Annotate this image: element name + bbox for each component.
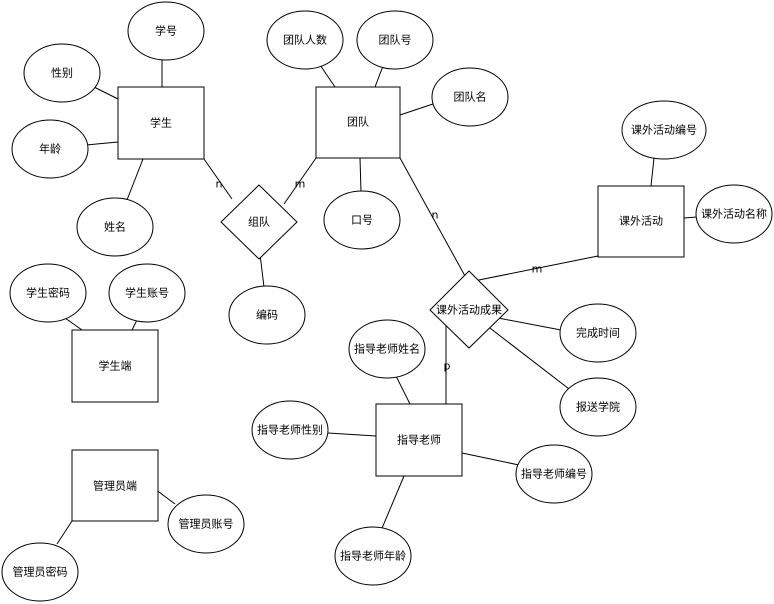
edge-team-no [374,65,384,88]
entity-student-end: 学生端 [71,329,159,403]
card-activity-result: m [532,263,543,276]
relationship-group: 组队 [220,184,298,260]
attr-teacher-age: 指导老师年龄 [334,526,412,586]
entity-team-label: 团队 [347,115,369,129]
edge-activity-no [650,157,655,187]
attr-admin-pwd: 管理员密码 [1,542,79,602]
card-teacher-result: p [444,360,451,373]
attr-slogan-label: 口号 [351,214,373,227]
attr-student-acct: 学生账号 [108,263,186,323]
attr-student-acct-label: 学生账号 [125,286,169,300]
attr-activity-name-label: 课外活动名称 [701,207,767,221]
attr-age: 年龄 [11,119,89,179]
entity-student: 学生 [117,86,205,160]
attr-slogan: 口号 [323,190,401,250]
relationship-result: 课外活动成果 [429,270,509,349]
edge-activity-name [683,216,698,219]
attr-teacher-no-label: 指导老师编号 [521,467,587,481]
attr-team-name: 团队名 [431,67,509,127]
edge-team-name [399,103,434,116]
attr-admin-acct-label: 管理员账号 [179,517,234,531]
attr-team-count-label: 团队人数 [283,33,327,47]
attr-age-label: 年龄 [39,142,61,156]
attr-activity-no: 课外活动编号 [621,100,707,160]
edge-name [126,158,144,201]
attr-teacher-gender: 指导老师性别 [251,400,329,460]
relationship-group-label: 组队 [248,215,270,229]
entity-student-end-label: 学生端 [99,359,132,373]
attr-teacher-name: 指导老师姓名 [348,319,426,379]
edge-team-group [283,157,317,205]
attr-team-no: 团队号 [356,10,434,70]
card-team-result: n [432,209,439,222]
edge-age [85,141,119,146]
attr-student-pwd-label: 学生密码 [26,286,70,300]
edge-code [259,253,265,288]
attr-teacher-gender-label: 指导老师性别 [257,423,323,437]
attr-name: 姓名 [76,197,154,257]
attr-team-no-label: 团队号 [379,33,412,47]
relationship-result-label: 课外活动成果 [436,304,502,317]
entity-activity-label: 课外活动 [619,215,663,228]
attr-student-pwd: 学生密码 [9,263,87,323]
edge-student-pwd [64,317,83,331]
edge-teacher-gender [327,432,377,437]
attr-activity-name: 课外活动名称 [695,184,773,244]
attr-student-no: 学号 [127,1,205,61]
attr-gender: 性别 [23,43,101,103]
entity-teacher: 指导老师 [375,403,463,477]
attr-activity-no-label: 课外活动编号 [631,123,697,137]
edge-student-group [203,158,233,200]
card-student-group: n [216,178,223,191]
attr-student-no-label: 学号 [155,24,177,38]
entity-admin-end: 管理员端 [71,449,159,522]
attr-admin-pwd-label: 管理员密码 [13,565,68,579]
entity-admin-end-label: 管理员端 [93,479,137,493]
attr-code-label: 编码 [256,308,278,322]
edge-done-time [497,317,562,331]
attr-teacher-no: 指导老师编号 [515,444,593,504]
attr-team-count: 团队人数 [266,10,344,70]
edge-teacher-no [461,452,520,466]
edge-gender [93,86,119,100]
attr-teacher-age-label: 指导老师年龄 [340,549,406,563]
edge-admin-pwd [56,520,73,545]
entity-activity: 课外活动 [597,185,685,258]
attr-code: 编码 [228,285,306,345]
attr-done-time: 完成时间 [559,303,637,363]
attr-team-name-label: 团队名 [454,90,487,104]
attr-admin-acct: 管理员账号 [167,494,245,554]
attr-teacher-name-label: 指导老师姓名 [354,342,420,356]
entity-team: 团队 [315,86,401,159]
entity-teacher-label: 指导老师 [397,433,441,447]
attr-name-label: 姓名 [104,220,126,234]
edge-team-result [399,157,466,277]
edge-teacher-name [395,375,411,405]
attr-report-college: 报送学院 [559,377,637,437]
edge-teacher-age [379,475,405,534]
edge-report-college [485,324,574,393]
edge-activity-result [473,255,599,282]
attr-done-time-label: 完成时间 [576,326,620,340]
attr-report-college-label: 报送学院 [576,400,620,414]
entity-student-label: 学生 [150,116,172,130]
edge-slogan [359,157,362,193]
attr-gender-label: 性别 [51,66,73,80]
card-team-group: m [295,178,306,191]
